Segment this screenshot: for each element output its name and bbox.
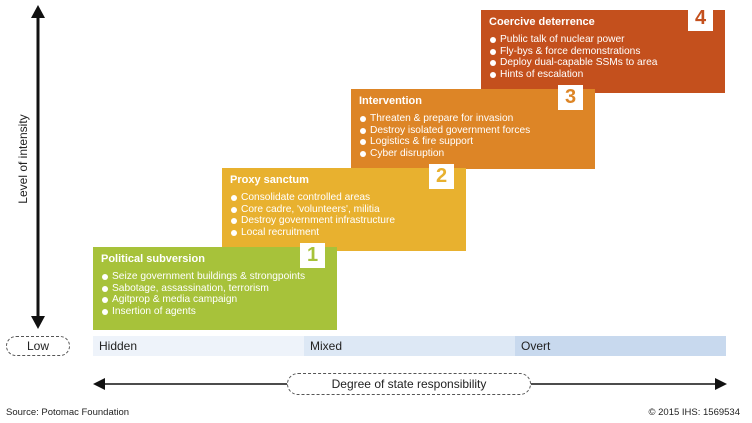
step-item: Destroy government infrastructure	[230, 215, 458, 227]
step-number: 3	[558, 85, 583, 110]
step-item: Logistics & fire support	[359, 136, 587, 148]
low-label: Low	[6, 336, 70, 356]
step-item: Deploy dual-capable SSMs to area	[489, 57, 717, 69]
step-item: Agitprop & media campaign	[101, 294, 329, 306]
source-note: Source: Potomac Foundation	[6, 407, 130, 418]
step-coercive-deterrence: Coercive deterrence Public talk of nucle…	[481, 6, 725, 93]
step-number: 2	[429, 164, 454, 189]
step-proxy-sanctum: Proxy sanctum Consolidate controlled are…	[222, 164, 466, 251]
step-item: Core cadre, 'volunteers', militia	[230, 204, 458, 216]
y-axis-label: Level of intensity	[16, 114, 30, 204]
step-political-subversion: Political subversion Seize government bu…	[93, 243, 337, 330]
step-item: Threaten & prepare for invasion	[359, 113, 587, 125]
step-title: Coercive deterrence	[489, 16, 595, 28]
band-overt: Overt	[515, 336, 726, 356]
step-item: Fly-bys & force demonstrations	[489, 46, 717, 58]
step-title: Proxy sanctum	[230, 174, 309, 186]
band-hidden: Hidden	[93, 336, 304, 356]
step-item: Sabotage, assassination, terrorism	[101, 283, 329, 295]
step-item: Hints of escalation	[489, 69, 717, 81]
step-item: Local recruitment	[230, 227, 458, 239]
step-number: 1	[300, 243, 325, 268]
step-title: Political subversion	[101, 253, 205, 265]
step-intervention: Intervention Threaten & prepare for inva…	[351, 85, 595, 169]
copyright-note: © 2015 IHS: 1569534	[648, 407, 740, 418]
step-item: Insertion of agents	[101, 306, 329, 318]
step-item: Consolidate controlled areas	[230, 192, 458, 204]
step-item: Cyber disruption	[359, 148, 587, 160]
y-axis-arrow	[31, 5, 45, 329]
step-item: Public talk of nuclear power	[489, 34, 717, 46]
step-title: Intervention	[359, 95, 422, 107]
step-item: Seize government buildings & strongpoint…	[101, 271, 329, 283]
band-mixed: Mixed	[304, 336, 515, 356]
step-number: 4	[688, 6, 713, 31]
x-axis-label: Degree of state responsibility	[287, 373, 531, 395]
step-item: Destroy isolated government forces	[359, 125, 587, 137]
